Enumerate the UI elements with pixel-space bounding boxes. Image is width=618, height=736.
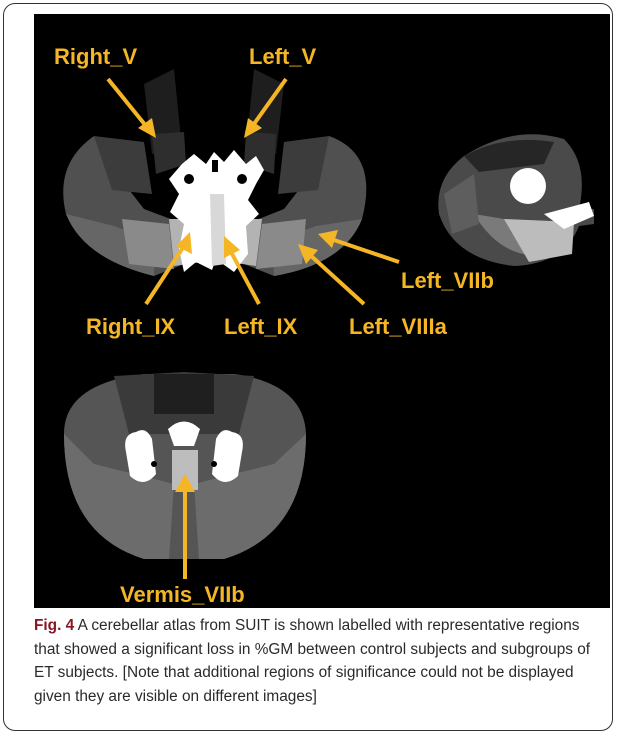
label-left-v: Left_V bbox=[249, 44, 317, 69]
figure-caption: Fig. 4 A cerebellar atlas from SUIT is s… bbox=[34, 614, 606, 708]
label-left-viiia: Left_VIIIa bbox=[349, 314, 448, 339]
label-left-viib: Left_VIIb bbox=[401, 268, 494, 293]
label-right-ix: Right_IX bbox=[86, 314, 176, 339]
label-right-v: Right_V bbox=[54, 44, 137, 69]
label-left-ix: Left_IX bbox=[224, 314, 298, 339]
figure-number: Fig. 4 bbox=[34, 617, 74, 634]
label-vermis-viib: Vermis_VIIb bbox=[120, 582, 245, 607]
caption-text: A cerebellar atlas from SUIT is shown la… bbox=[34, 617, 590, 705]
cerebellar-atlas-figure: Right_V Left_V Left_VIIb Right_IX Left_I… bbox=[34, 14, 610, 608]
